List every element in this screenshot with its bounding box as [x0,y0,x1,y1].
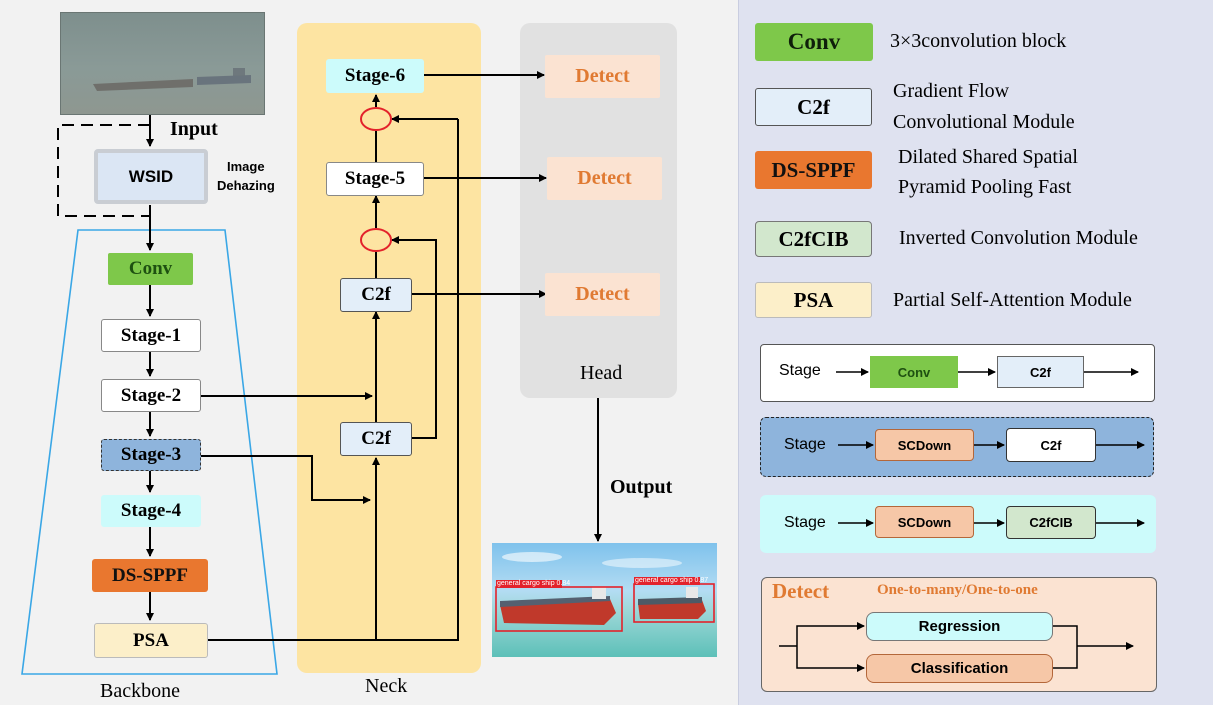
c2f-bottom-block: C2f [340,422,412,456]
legend-stageB-c2f: C2f [1006,428,1096,462]
output-detection-image: general cargo ship 0.84 general cargo sh… [492,543,717,657]
neck-region [297,23,481,673]
concat-circle-bottom [360,228,392,252]
legend-classification-block: Classification [866,654,1053,683]
legend-regression-block: Regression [866,612,1053,641]
image-dehazing-label-line1: Image [227,159,265,174]
detection-label-left: general cargo ship 0.84 [497,580,571,587]
legend-stageA-label: Stage [779,362,821,379]
detect-block-3: Detect [545,273,660,316]
c2f-top-block: C2f [340,278,412,312]
legend-conv-swatch: Conv [755,23,873,61]
detect-block-2: Detect [547,157,662,200]
head-label: Head [580,362,623,384]
legend-detect-title: Detect [772,579,830,603]
legend-c2fcib-swatch: C2fCIB [755,221,872,257]
legend-connectors [836,368,1145,527]
neck-label: Neck [365,675,408,697]
legend-c2f-desc-1: Gradient Flow [893,80,1010,102]
legend-c2f-desc-2: Convolutional Module [893,111,1075,133]
legend-detect-connectors [779,622,1134,672]
backbone-label: Backbone [100,680,180,702]
connectors-layer [21,71,602,675]
input-hazy-image [60,12,265,115]
detection-label-right: general cargo ship 0.87 [635,577,709,584]
concat-circle-top [360,107,392,131]
legend-detect-subtitle: One-to-many/One-to-one [877,582,1038,598]
legend-stageC-scdown: SCDown [875,506,974,538]
ds-sppf-block: DS-SPPF [92,559,208,592]
stage4-block: Stage-4 [101,495,201,527]
psa-block: PSA [94,623,208,658]
detect-block-1: Detect [545,55,660,98]
output-label: Output [610,476,673,498]
legend-stageC-c2fcib: C2fCIB [1006,506,1096,539]
stage3-block: Stage-3 [101,439,201,471]
stage1-block: Stage-1 [101,319,201,352]
conv-block: Conv [108,253,193,285]
stage2-block: Stage-2 [101,379,201,412]
legend-stageB-label: Stage [784,436,826,453]
legend-psa-desc: Partial Self-Attention Module [893,289,1132,311]
legend-stageA-conv: Conv [870,356,958,388]
image-dehazing-label-line2: Dehazing [217,178,275,193]
stage5-block: Stage-5 [326,162,424,196]
legend-stageC-label: Stage [784,514,826,531]
legend-stageB-scdown: SCDown [875,429,974,461]
legend-dssppf-desc-2: Pyramid Pooling Fast [898,176,1072,198]
backbone-outline [21,229,278,675]
wsid-block: WSID [94,149,208,204]
legend-dssppf-swatch: DS-SPPF [755,151,872,189]
legend-dssppf-desc-1: Dilated Shared Spatial [898,146,1078,168]
dehazing-bypass [57,124,150,217]
legend-stageA-c2f: C2f [997,356,1084,388]
stage6-block: Stage-6 [326,59,424,93]
legend-conv-desc: 3×3convolution block [890,30,1067,52]
legend-c2fcib-desc: Inverted Convolution Module [899,227,1138,249]
legend-c2f-swatch: C2f [755,88,872,126]
legend-psa-swatch: PSA [755,282,872,318]
input-label: Input [170,118,218,140]
